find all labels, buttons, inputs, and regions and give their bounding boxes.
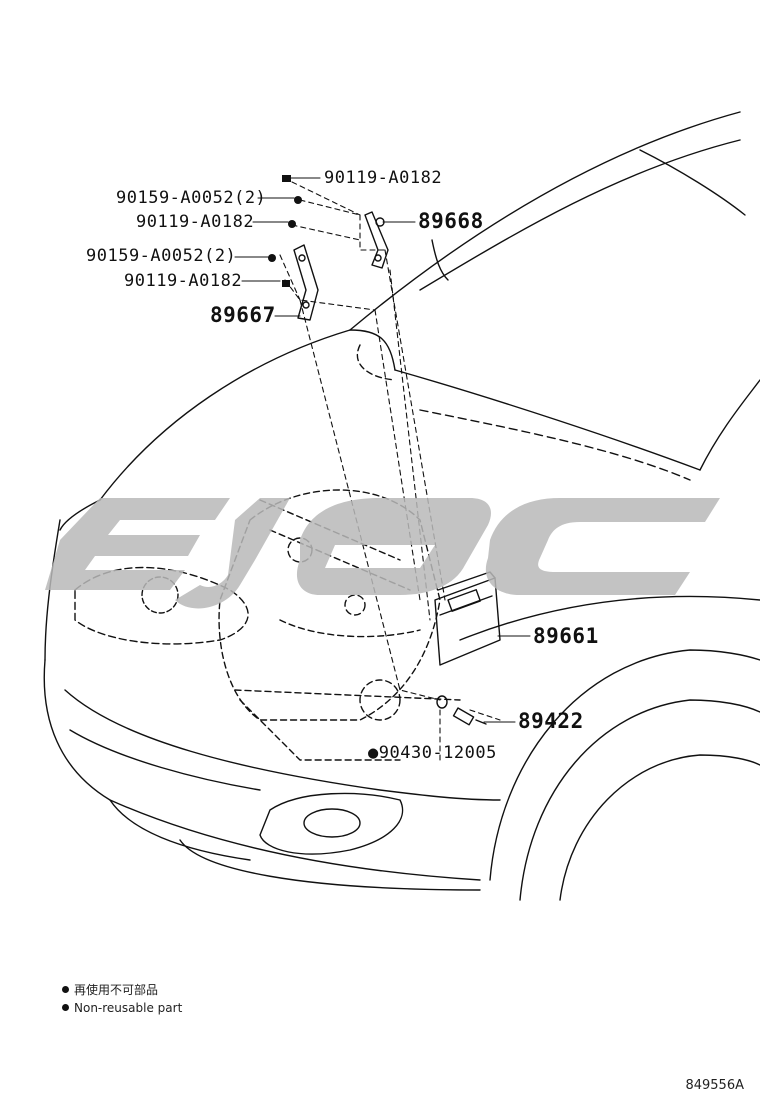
bullet-icon	[62, 986, 69, 993]
part-label-89422[interactable]: 89422	[518, 709, 584, 733]
hood-outline	[99, 329, 351, 501]
headlight	[74, 566, 249, 645]
part-label-90119-a0182-mid[interactable]: 90119-A0182	[136, 212, 255, 232]
legend-text-japanese: 再使用不可部品	[74, 983, 159, 997]
part-number-90430-12005: 90430-12005	[378, 743, 497, 763]
non-reusable-marker: ●	[368, 743, 379, 763]
diagram-reference-number: 849556A	[685, 1078, 744, 1093]
part-label-89668[interactable]: 89668	[418, 209, 484, 233]
part-label-90430-12005[interactable]: ●90430-12005	[368, 745, 497, 762]
bolt-icons	[268, 175, 302, 287]
part-label-90119-a0182-lower[interactable]: 90119-A0182	[124, 271, 243, 291]
part-label-89667[interactable]: 89667	[210, 303, 276, 327]
watermark	[45, 498, 720, 609]
front-bumper	[43, 659, 481, 881]
wheel-arch	[489, 649, 760, 881]
part-label-90159-a0052-lower[interactable]: 90159-A0052(2)	[86, 246, 237, 266]
bracket-89667	[293, 244, 319, 321]
ecu-89661	[434, 571, 501, 666]
legend-text-english: Non-reusable part	[74, 1001, 183, 1015]
windshield-outline	[349, 111, 741, 331]
part-label-89661[interactable]: 89661	[533, 624, 599, 648]
engine-block	[218, 489, 461, 761]
roof-line	[419, 139, 741, 291]
leader-lines	[279, 181, 501, 761]
part-label-90119-a0182-top[interactable]: 90119-A0182	[324, 168, 443, 188]
gasket-90430	[436, 695, 448, 709]
fog-light	[259, 792, 404, 855]
legend-item-english: Non-reusable part	[62, 1002, 182, 1014]
bracket-89668	[364, 211, 389, 269]
legend-item-japanese: 再使用不可部品	[62, 984, 158, 996]
part-label-90159-a0052-top[interactable]: 90159-A0052(2)	[116, 188, 267, 208]
bullet-icon	[62, 1004, 69, 1011]
sensor-89422	[452, 707, 487, 726]
